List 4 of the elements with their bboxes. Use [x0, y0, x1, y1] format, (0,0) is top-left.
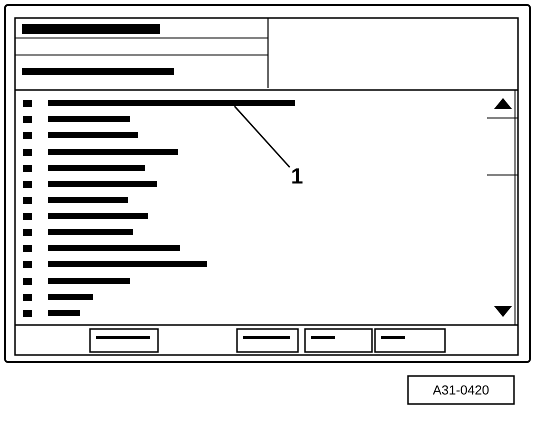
list-row-bar: [48, 100, 295, 106]
callout-number: 1: [292, 168, 302, 184]
leader-line: [234, 106, 290, 168]
figure-code: A31-0420: [407, 375, 515, 405]
